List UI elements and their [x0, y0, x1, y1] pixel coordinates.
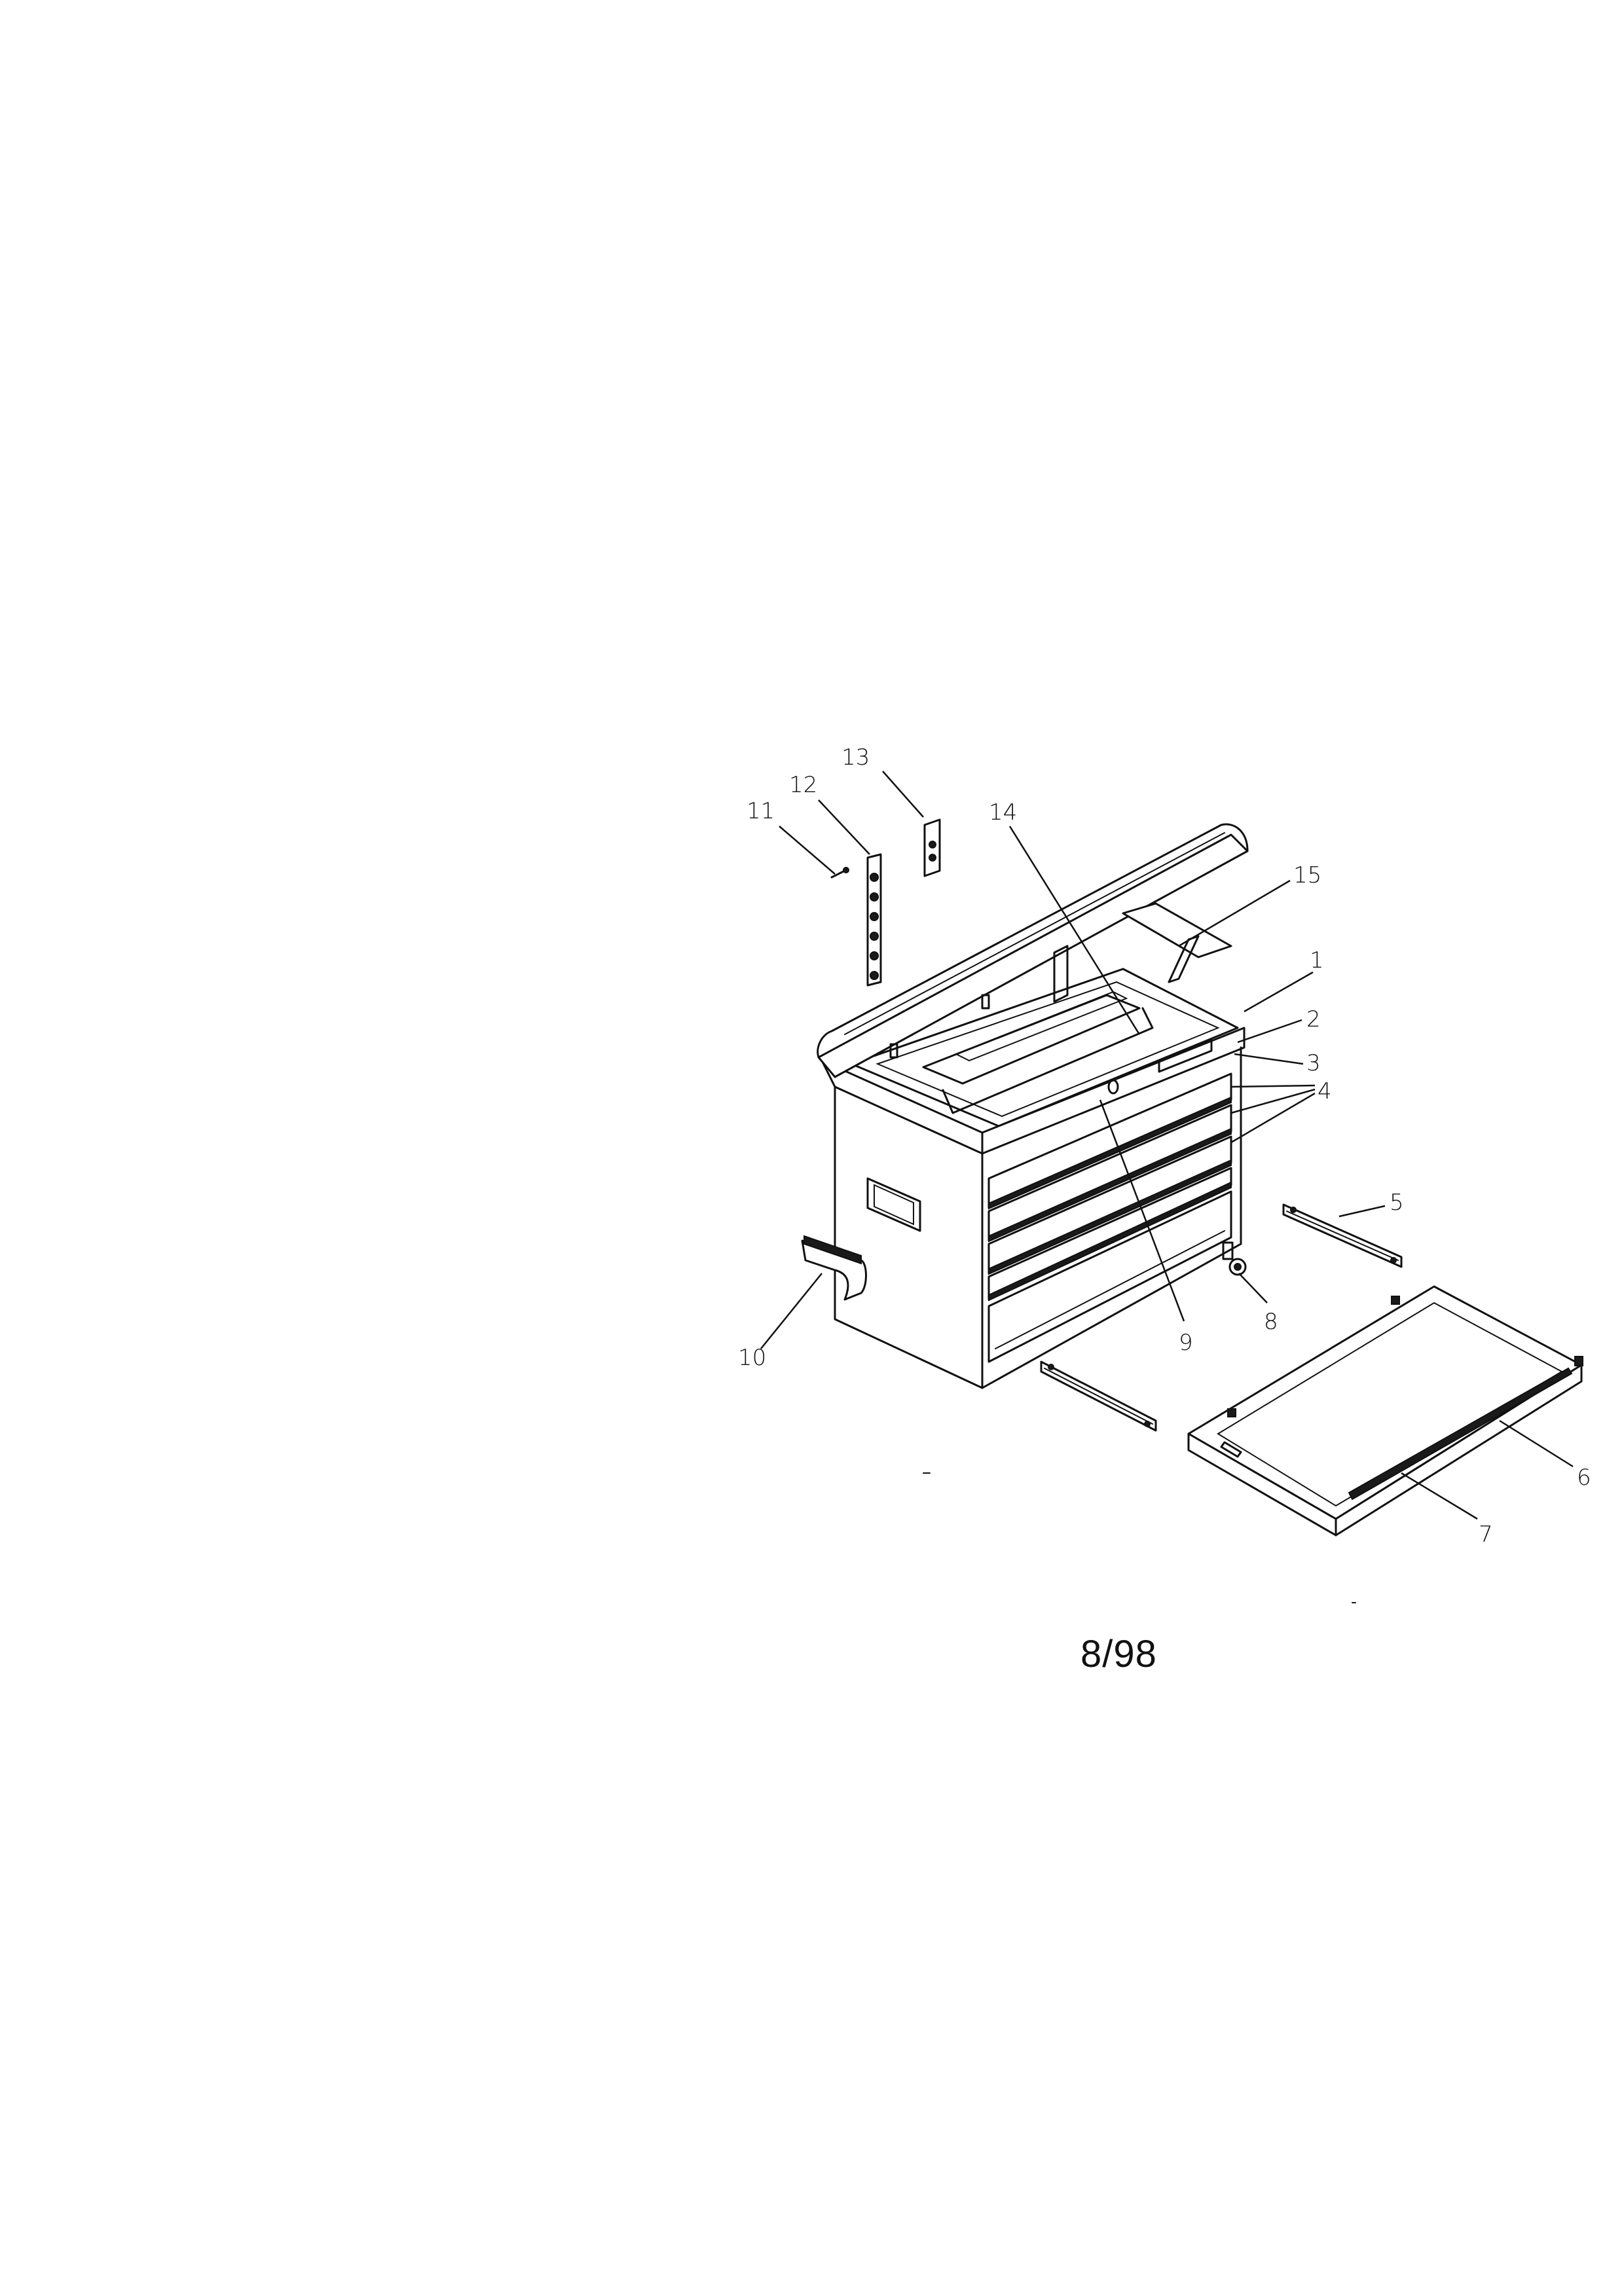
- callout-6: 6: [1577, 1465, 1591, 1491]
- callout-10: 10: [738, 1345, 766, 1371]
- callout-12: 12: [789, 772, 817, 798]
- part-lock: [1222, 1241, 1247, 1276]
- tool-chest-body: [821, 968, 1246, 1389]
- callout-leaders: [760, 771, 1574, 1520]
- callout-labels: 1 2 3 4 5 6 7 8 9 10 11 12 13 14 15: [738, 744, 1591, 1548]
- part-screw: [830, 867, 849, 879]
- callout-7: 7: [1479, 1522, 1493, 1548]
- drawer-fronts: [987, 1072, 1232, 1363]
- part-hinge-strip: [866, 853, 882, 987]
- callout-14: 14: [989, 799, 1017, 826]
- part-side-handle: [801, 1235, 867, 1301]
- part-drawer-liner: [1220, 1367, 1573, 1501]
- tool-chest-lid: [817, 823, 1249, 1078]
- part-drawer: [1187, 1285, 1583, 1537]
- callout-2: 2: [1306, 1006, 1321, 1032]
- part-drawer-slide-right: [1282, 1203, 1403, 1268]
- callout-9: 9: [1179, 1330, 1193, 1356]
- callout-15: 15: [1293, 862, 1321, 888]
- callout-8: 8: [1264, 1309, 1278, 1335]
- callout-5: 5: [1390, 1190, 1404, 1216]
- callout-11: 11: [747, 798, 775, 824]
- callout-4: 4: [1318, 1078, 1332, 1104]
- callout-1: 1: [1310, 947, 1324, 974]
- callout-13: 13: [841, 744, 870, 771]
- part-bracket-plate: [923, 818, 941, 877]
- date-code: 8/98: [1080, 1633, 1157, 1675]
- part-drawer-slide-left: [1040, 1360, 1157, 1432]
- callout-3: 3: [1306, 1050, 1321, 1076]
